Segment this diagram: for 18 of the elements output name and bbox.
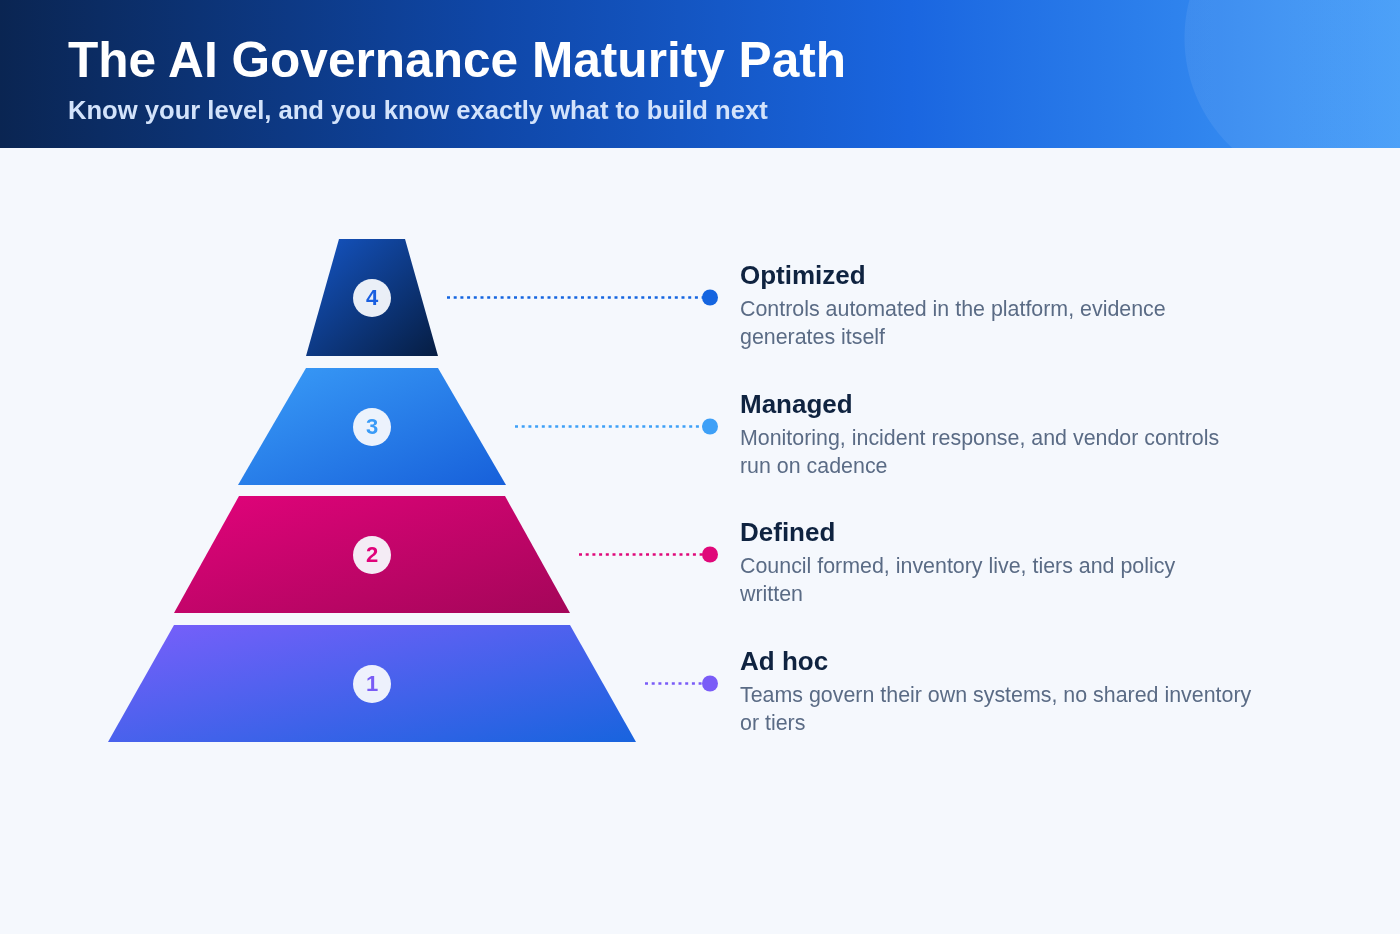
level-heading: Optimized bbox=[740, 259, 867, 291]
subtitle: Know your level, and you know exactly what to build next bbox=[68, 95, 768, 125]
level-heading: Defined bbox=[740, 516, 837, 548]
leader-line bbox=[447, 289, 718, 306]
pyramid-tier bbox=[174, 496, 570, 613]
leader-line bbox=[645, 675, 718, 692]
level-heading: Ad hoc bbox=[740, 645, 830, 677]
level-description: Teams govern their own systems, no shared inventory or tiers bbox=[740, 682, 1253, 737]
pyramid-tier bbox=[306, 239, 438, 356]
pyramid-tier bbox=[108, 625, 636, 742]
level-description: Monitoring, incident response, and vendor controls run on cadence bbox=[740, 425, 1221, 480]
level-description: Council formed, inventory live, tiers and policy written bbox=[740, 553, 1177, 608]
level-description: Controls automated in the platform, evidence generates itself bbox=[740, 296, 1167, 351]
level-heading: Managed bbox=[740, 388, 854, 420]
leader-line bbox=[579, 546, 718, 563]
page-title: The AI Governance Maturity Path bbox=[68, 31, 847, 89]
pyramid-tier bbox=[238, 368, 506, 485]
leader-line bbox=[515, 418, 718, 435]
